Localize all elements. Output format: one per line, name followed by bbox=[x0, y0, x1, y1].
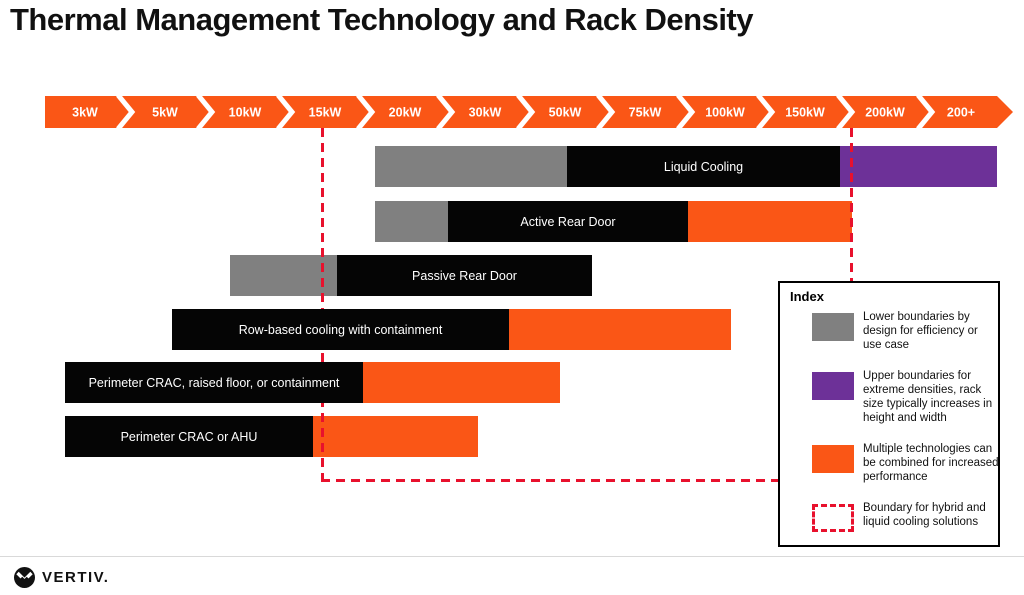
bar-segment-technology-range: Row-based cooling with containment bbox=[172, 309, 509, 350]
legend-item: Boundary for hybrid and liquid cooling s… bbox=[812, 501, 999, 532]
axis-tick-label: 100kW bbox=[705, 106, 745, 120]
hybrid-boundary-bottom-line bbox=[321, 479, 779, 482]
bar-segment-technology-range: Perimeter CRAC or AHU bbox=[65, 416, 313, 457]
bar-segment-lower-boundary bbox=[375, 201, 448, 242]
axis-tick-label: 50kW bbox=[549, 106, 582, 120]
hybrid-boundary-right-line bbox=[850, 128, 853, 281]
bar-segment-lower-boundary bbox=[230, 255, 337, 296]
axis-chevron-separator bbox=[676, 96, 696, 128]
legend-title: Index bbox=[790, 289, 824, 304]
axis-chevron-separator bbox=[276, 96, 296, 128]
page-title: Thermal Management Technology and Rack D… bbox=[10, 2, 754, 37]
legend-item: Lower boundaries by design for efficienc… bbox=[812, 310, 999, 352]
footer-divider bbox=[0, 556, 1024, 557]
index-legend: Index Lower boundaries by design for eff… bbox=[778, 281, 1000, 547]
bar-segment-technology-range: Liquid Cooling bbox=[567, 146, 840, 187]
axis-chevron-separator bbox=[756, 96, 776, 128]
bar-segment-combined-boost bbox=[688, 201, 852, 242]
technology-row: Row-based cooling with containment bbox=[0, 309, 1024, 350]
axis-tick-label: 20kW bbox=[389, 106, 422, 120]
legend-item: Multiple technologies can be combined fo… bbox=[812, 442, 999, 484]
legend-swatch-gray bbox=[812, 313, 854, 341]
legend-item: Upper boundaries for extreme densities, … bbox=[812, 369, 999, 425]
axis-chevron-separator bbox=[516, 96, 536, 128]
legend-item-text: Multiple technologies can be combined fo… bbox=[863, 443, 999, 483]
axis-chevron-separator bbox=[356, 96, 376, 128]
legend-item-text: Lower boundaries by design for efficienc… bbox=[863, 311, 978, 351]
axis-tick-label: 150kW bbox=[785, 106, 825, 120]
axis-chevron-separator bbox=[116, 96, 136, 128]
technology-row: Perimeter CRAC, raised floor, or contain… bbox=[0, 362, 1024, 403]
bar-label: Perimeter CRAC or AHU bbox=[120, 429, 258, 444]
vertiv-logo-icon bbox=[14, 567, 35, 588]
axis-tick-label: 200kW bbox=[865, 106, 905, 120]
bar-segment-combined-boost bbox=[509, 309, 731, 350]
vertiv-logo: VERTIV. bbox=[14, 567, 109, 588]
axis-chevron-separator bbox=[436, 96, 456, 128]
axis-tick-label: 5kW bbox=[152, 106, 178, 120]
technology-row: Perimeter CRAC or AHU bbox=[0, 416, 1024, 457]
hybrid-boundary-left-line bbox=[321, 128, 324, 480]
axis-chevron-separator bbox=[836, 96, 856, 128]
axis-tick-label: 10kW bbox=[229, 106, 262, 120]
bar-segment-lower-boundary bbox=[375, 146, 567, 187]
bar-segment-combined-boost bbox=[363, 362, 560, 403]
legend-swatch-red-dashed bbox=[812, 504, 854, 532]
technology-row: Liquid Cooling bbox=[0, 146, 1024, 187]
bar-segment-technology-range: Perimeter CRAC, raised floor, or contain… bbox=[65, 362, 363, 403]
axis-chevron-separator bbox=[916, 96, 936, 128]
axis-chevron-separator bbox=[596, 96, 616, 128]
bar-label: Row-based cooling with containment bbox=[238, 322, 443, 337]
legend-item-text: Upper boundaries for extreme densities, … bbox=[863, 370, 993, 424]
axis-tick-label: 15kW bbox=[309, 106, 342, 120]
axis-chevron-separator bbox=[196, 96, 216, 128]
bar-segment-technology-range: Active Rear Door bbox=[448, 201, 688, 242]
bar-label: Active Rear Door bbox=[520, 214, 616, 229]
technology-row: Passive Rear Door bbox=[0, 255, 1024, 296]
axis-tick-label: 200+ bbox=[947, 106, 975, 120]
legend-item-text: Boundary for hybrid and liquid cooling s… bbox=[863, 502, 986, 528]
bar-label: Passive Rear Door bbox=[412, 268, 517, 283]
axis-tick-label: 75kW bbox=[629, 106, 662, 120]
legend-swatch-orange bbox=[812, 445, 854, 473]
axis-tick-label: 30kW bbox=[469, 106, 502, 120]
bar-label: Liquid Cooling bbox=[663, 159, 744, 174]
brand-wordmark: VERTIV. bbox=[42, 569, 110, 586]
legend-swatch-purple bbox=[812, 372, 854, 400]
bar-segment-upper-boundary bbox=[840, 146, 997, 187]
bar-segment-technology-range: Passive Rear Door bbox=[337, 255, 592, 296]
bar-label: Perimeter CRAC, raised floor, or contain… bbox=[88, 375, 340, 390]
bar-segment-combined-boost bbox=[313, 416, 478, 457]
rack-density-axis: 3kW 5kW 10kW 15kW 20kW 30kW 50kW 75kW 100kW 150kW… bbox=[45, 96, 1013, 128]
axis-tick-label: 3kW bbox=[72, 106, 98, 120]
technology-row: Active Rear Door bbox=[0, 201, 1024, 242]
